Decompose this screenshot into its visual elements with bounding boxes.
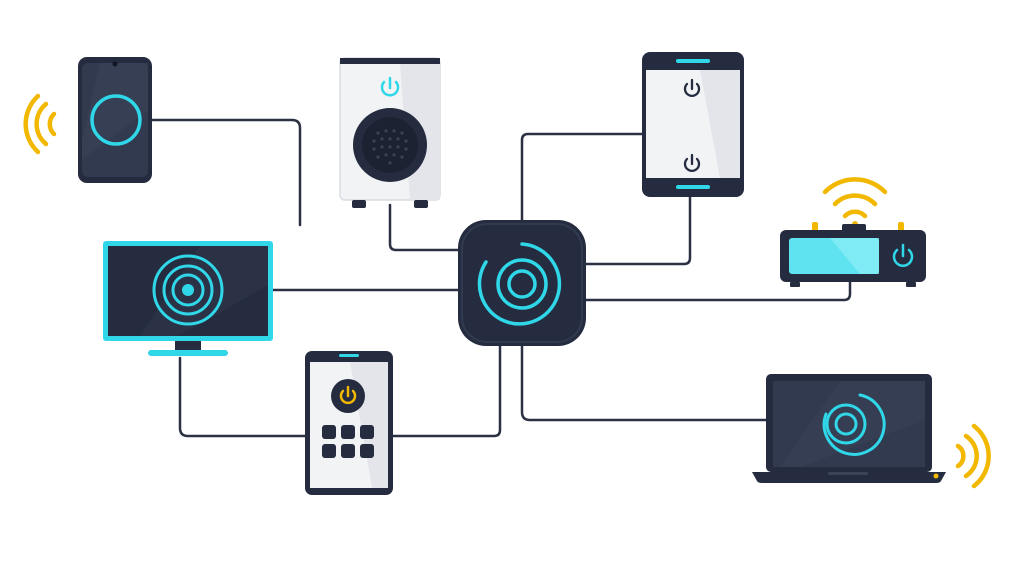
monitor (103, 241, 273, 356)
connector-smartphone (150, 118, 302, 227)
target-icon (477, 242, 562, 326)
power-icon (683, 153, 701, 172)
connector-tablet-bottom (580, 193, 692, 266)
connector-lines (150, 118, 852, 438)
wifi-waves-icon (955, 423, 991, 489)
smart-speaker (339, 57, 441, 208)
wifi-waves-icon (822, 177, 888, 219)
smartphone (23, 57, 152, 183)
smartphone-camera (112, 61, 118, 67)
power-icon (339, 385, 357, 405)
tablet-bottom-indicator (676, 185, 710, 189)
target-icon (152, 254, 224, 326)
router (780, 177, 926, 287)
power-icon (380, 76, 400, 97)
connector-monitor-down (178, 356, 308, 438)
remote-indicator (339, 354, 359, 357)
tablet-top-indicator (676, 59, 710, 63)
keypad-grid-icon (322, 425, 374, 458)
power-icon (892, 243, 914, 267)
connector-laptop (520, 343, 770, 422)
connector-router (580, 280, 852, 302)
target-icon (822, 393, 886, 456)
remote-control (305, 351, 393, 495)
monitor-stand (148, 350, 228, 356)
power-icon (683, 78, 701, 97)
hub-body (458, 220, 586, 346)
connector-speaker (388, 203, 464, 252)
target-icon (90, 94, 142, 146)
wifi-waves-icon (23, 93, 57, 155)
connector-tablet-top (520, 132, 644, 232)
connector-remote (390, 343, 502, 438)
laptop-base (752, 472, 946, 483)
tablet (642, 52, 744, 197)
central-hub (458, 220, 586, 346)
laptop (752, 374, 991, 489)
